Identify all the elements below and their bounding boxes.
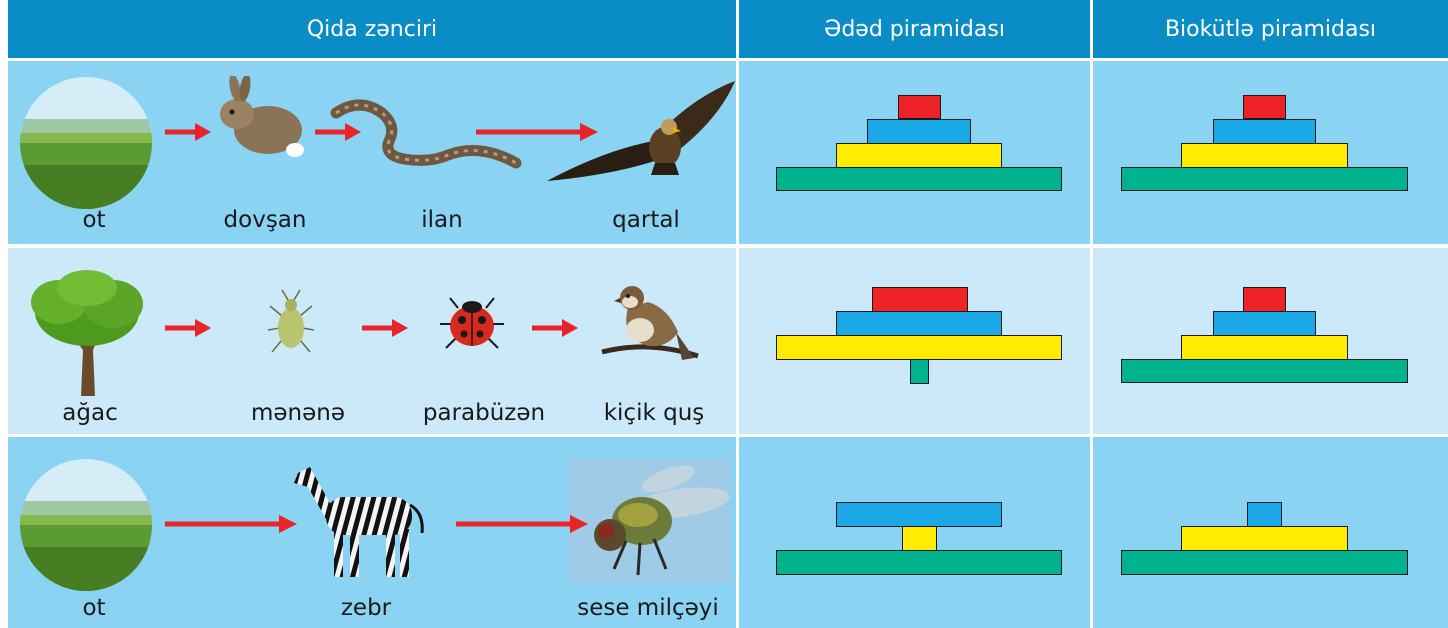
pyramid-level-4: [1243, 95, 1286, 119]
pyramid-level-2: [836, 143, 1002, 168]
pyramid-level-1: [1121, 359, 1408, 383]
organism-label: ot: [82, 207, 106, 233]
organism-label: ağac: [62, 400, 118, 426]
arrow-icon: [165, 123, 211, 141]
organism-label: sese milçəyi: [577, 595, 719, 621]
pyramid-level-1: [776, 550, 1062, 575]
arrow-icon: [456, 515, 588, 533]
header-number-pyramid: Ədəd piramidası: [739, 0, 1090, 58]
row1-food-chain-cell: ot dovşan ilan qartal: [8, 61, 736, 244]
pyramid-level-1: [1121, 167, 1408, 191]
header-biomass-pyramid: Biokütlə piramidası: [1093, 0, 1448, 58]
organism-label: parabüzən: [422, 400, 546, 426]
organism-label: qartal: [612, 207, 680, 233]
snake-image: [330, 99, 522, 169]
rabbit-image: [220, 76, 304, 157]
row3-biomass-pyramid: [1093, 437, 1448, 628]
pyramid-level-3: [1213, 119, 1316, 144]
row2-biomass-pyramid: [1093, 248, 1448, 434]
row1-number-pyramid: [739, 61, 1090, 244]
arrow-icon: [315, 123, 361, 141]
pyramid-level-4: [1243, 287, 1286, 312]
arrow-icon: [165, 319, 211, 337]
aphid-image: [267, 289, 315, 353]
pyramid-level-4: [898, 95, 941, 119]
pyramid-level-4: [872, 287, 968, 312]
tsetse-fly-image: [568, 459, 730, 583]
sparrow-image: [601, 286, 699, 360]
tree-image: [31, 270, 143, 396]
arrow-icon: [165, 515, 297, 533]
pyramid-level-1: [1121, 550, 1408, 575]
grass-field-image: [20, 459, 152, 591]
pyramid-level-1: [776, 167, 1062, 191]
pyramid-level-3: [836, 311, 1002, 336]
header-food-chain: Qida zənciri: [8, 0, 736, 58]
ladybug-image: [440, 297, 504, 349]
row2-food-chain-cell: ağac mənənə parabüzən kiçik quş: [8, 248, 736, 434]
arrow-icon: [532, 319, 578, 337]
food-chain-table: Qida zənciri Ədəd piramidası Biokütlə pi…: [8, 0, 1448, 628]
row3-food-chain-cell: ot zebr sese milçəyi: [8, 437, 736, 628]
pyramid-level-2: [902, 526, 937, 551]
pyramid-level-3: [1213, 311, 1316, 336]
organism-label: kiçik quş: [603, 400, 705, 426]
row3-number-pyramid: [739, 437, 1090, 628]
pyramid-level-3: [836, 502, 1002, 527]
eagle-image: [547, 81, 735, 181]
arrow-icon: [476, 123, 598, 141]
row2-number-pyramid: [739, 248, 1090, 434]
arrow-icon: [362, 319, 408, 337]
pyramid-level-3: [867, 119, 971, 144]
row1-biomass-pyramid: [1093, 61, 1448, 244]
zebra-image: [294, 467, 424, 577]
pyramid-level-2: [776, 335, 1062, 360]
grass-field-image: [20, 77, 152, 209]
pyramid-level-2: [1181, 143, 1348, 168]
pyramid-level-2: [1181, 526, 1348, 551]
pyramid-level-3: [1247, 502, 1282, 527]
organism-label: zebr: [340, 595, 392, 621]
pyramid-level-2: [1181, 335, 1348, 360]
organism-label: mənənə: [250, 400, 346, 426]
header-number-pyramid-text: Ədəd piramidası: [824, 16, 1005, 42]
pyramid-level-1: [910, 359, 929, 384]
organism-label: ilan: [421, 207, 463, 233]
organism-label: dovşan: [223, 207, 307, 233]
organism-label: ot: [82, 595, 106, 621]
header-food-chain-text: Qida zənciri: [306, 16, 438, 42]
header-biomass-pyramid-text: Biokütlə piramidası: [1164, 16, 1377, 42]
